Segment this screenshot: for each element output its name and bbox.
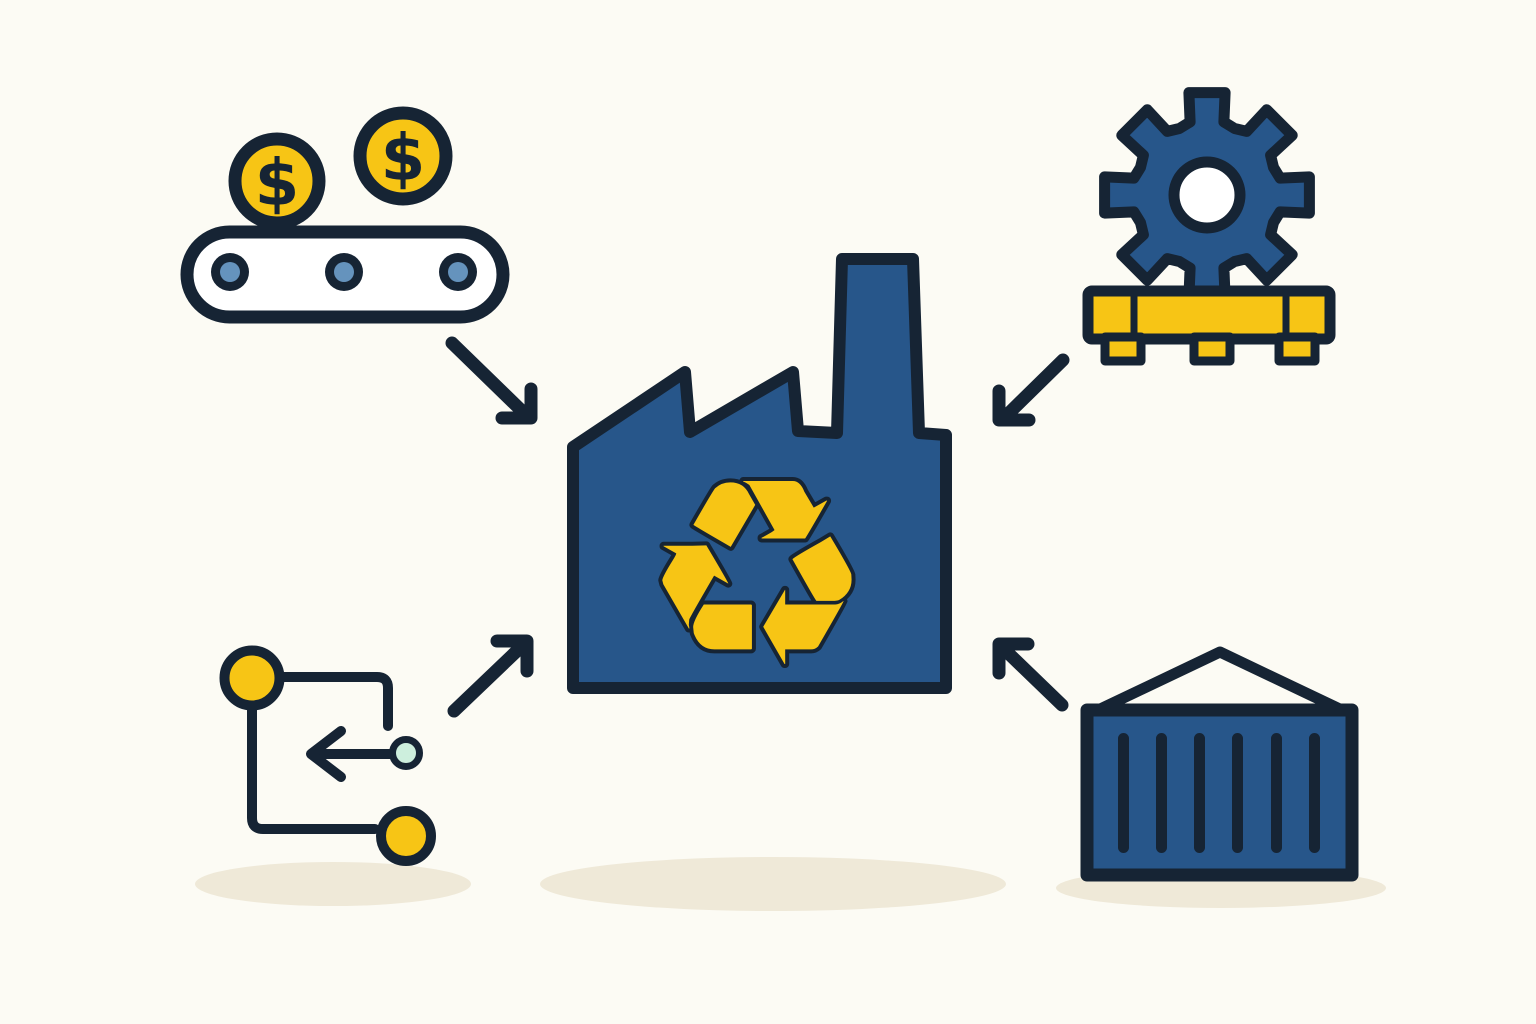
- connector-arrows: [445, 336, 1070, 718]
- shadow-left: [195, 862, 471, 906]
- flow-line-bottom: [247, 704, 380, 834]
- mount-dividers: [1130, 290, 1290, 340]
- factory-building: [567, 253, 952, 694]
- gear-mount-bar: [1082, 285, 1336, 345]
- flow-node: [376, 806, 436, 866]
- gear-icon: [1082, 87, 1336, 366]
- container-ribs: [1118, 733, 1320, 853]
- dollar-sign: $: [255, 147, 300, 221]
- arrow-bottom-left: [447, 634, 534, 718]
- recycle-icon: ♻: [640, 424, 873, 726]
- money-conveyor-icon: $ $: [180, 106, 510, 324]
- arrow-top-left: [445, 336, 538, 425]
- flow-node-small: [389, 736, 423, 770]
- container-body: [1080, 703, 1359, 882]
- coin-icon: [353, 106, 453, 206]
- flow-line-top: [278, 672, 393, 731]
- container-lifting-frame: [1088, 646, 1352, 718]
- flowchart-icon: [219, 645, 436, 866]
- conveyor-rollers: [211, 253, 477, 291]
- mount-feet: [1100, 332, 1320, 366]
- return-arrow-head: [306, 726, 346, 782]
- shadow-center: [540, 857, 1006, 911]
- coin-icon: [228, 132, 326, 230]
- factory-icon: ♻: [567, 253, 952, 730]
- flow-node: [219, 645, 285, 711]
- dollar-sign: $: [381, 122, 426, 196]
- arrow-top-right: [992, 353, 1070, 427]
- arrow-bottom-right: [992, 637, 1069, 712]
- container-icon: [1080, 646, 1359, 882]
- gear-hole: [1168, 156, 1246, 234]
